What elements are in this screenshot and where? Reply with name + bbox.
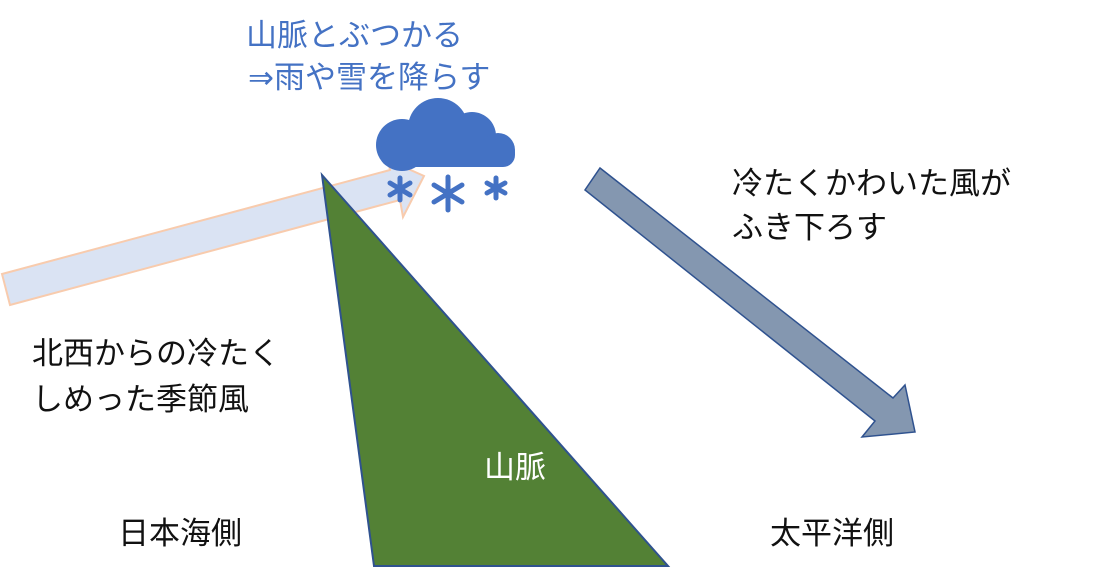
mountain-label: 山脈	[484, 450, 546, 486]
moist-wind-caption-line1: 北西からの冷たく	[32, 336, 280, 372]
pacific-side-label: 太平洋側	[770, 516, 894, 552]
cloud-caption-line2: ⇒雨や雪を降らす	[248, 60, 491, 96]
snowflake-icon	[387, 174, 508, 213]
dry-wind-caption-line1: 冷たくかわいた風が	[732, 166, 1011, 202]
mountain-triangle	[320, 171, 671, 567]
cloud-icon	[376, 98, 515, 171]
dry-wind-arrow	[583, 166, 916, 438]
moist-wind-arrow	[0, 158, 426, 307]
dry-wind-caption-line2: ふき下ろす	[732, 210, 887, 246]
sea-of-japan-side-label: 日本海側	[118, 516, 242, 552]
cloud-caption-line1: 山脈とぶつかる	[246, 18, 463, 54]
moist-wind-caption-line2: しめった季節風	[32, 382, 249, 418]
